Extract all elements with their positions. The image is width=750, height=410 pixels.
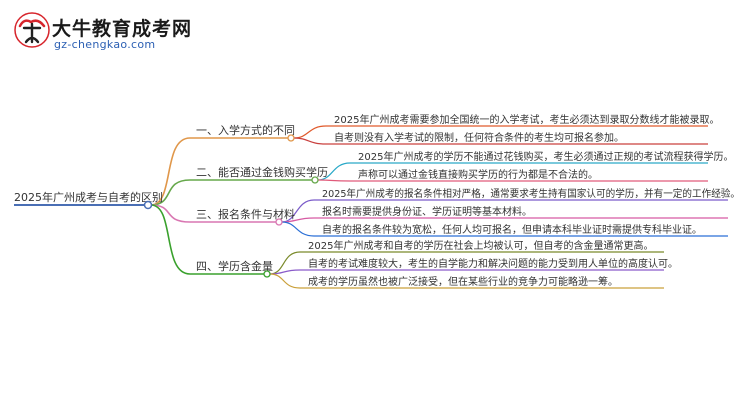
branch-node-label[interactable]: 一、入学方式的不同	[196, 123, 295, 137]
branch-connector-dot	[275, 218, 283, 226]
branch-node-label[interactable]: 二、能否通过金钱购买学历	[196, 165, 328, 179]
leaf-node-label[interactable]: 声称可以通过金钱直接购买学历的行为都是不合法的。	[358, 168, 598, 181]
branch-connector-dot	[287, 134, 295, 142]
mindmap-nodes: 2025年广州成考与自考的区别 一、入学方式的不同 2025年广州成考需要参加全国统…	[14, 113, 740, 288]
leaf-node-label[interactable]: 自考的考试难度较大，考生的自学能力和解决问题的能力受到用人单位的高度认可。	[308, 257, 678, 270]
leaf-node-label[interactable]: 成考的学历虽然也被广泛接受，但在某些行业的竞争力可能略逊一筹。	[308, 275, 618, 288]
branch-node-label[interactable]: 四、学历含金量	[196, 259, 273, 273]
leaf-node-label[interactable]: 报名时需要提供身份证、学历证明等基本材料。	[322, 205, 532, 218]
site-url[interactable]: gz-chengkao.com	[54, 38, 156, 51]
bull-logo-icon	[14, 12, 50, 48]
mindmap-edges	[14, 125, 728, 289]
leaf-node-label[interactable]: 自考则没有入学考试的限制，任何符合条件的考生均可报名参加。	[334, 131, 624, 144]
leaf-edge	[269, 269, 301, 275]
leaf-node-label[interactable]: 自考的报名条件较为宽松，任何人均可报名，但申请本科毕业证时需提供专科毕业证。	[322, 223, 702, 236]
leaf-edge	[293, 137, 327, 145]
branch-connector-dot	[311, 176, 319, 184]
leaf-node-label[interactable]: 2025年广州成考需要参加全国统一的入学考试，考生必须达到录取分数线才能被录取。	[334, 113, 719, 126]
leaf-edge	[317, 179, 351, 182]
leaf-node-label[interactable]: 2025年广州成考和自考的学历在社会上均被认可，但自考的含金量通常更高。	[308, 239, 653, 252]
root-connector-dot	[143, 200, 153, 210]
leaf-node-label[interactable]: 2025年广州成考的报名条件相对严格，通常要求考生持有国家认可的学历，并有一定的…	[322, 187, 740, 200]
root-node-label[interactable]: 2025年广州成考与自考的区别	[14, 190, 163, 204]
branch-edge	[150, 179, 191, 206]
site-title[interactable]: 大牛教育成考网	[52, 18, 193, 40]
leaf-edge	[281, 221, 315, 237]
branch-edge	[150, 204, 191, 275]
branch-node-label[interactable]: 三、报名条件与材料	[196, 207, 295, 221]
leaf-edge	[293, 125, 327, 139]
branch-connector-dot	[263, 270, 271, 278]
site-header: 大牛教育成考网 gz-chengkao.com	[0, 0, 750, 58]
leaf-edge	[269, 273, 301, 289]
branch-edge	[150, 137, 191, 206]
branch-edge	[150, 204, 191, 223]
leaf-node-label[interactable]: 2025年广州成考的学历不能通过花钱购买，考生必须通过正规的考试流程获得学历。	[358, 150, 733, 163]
